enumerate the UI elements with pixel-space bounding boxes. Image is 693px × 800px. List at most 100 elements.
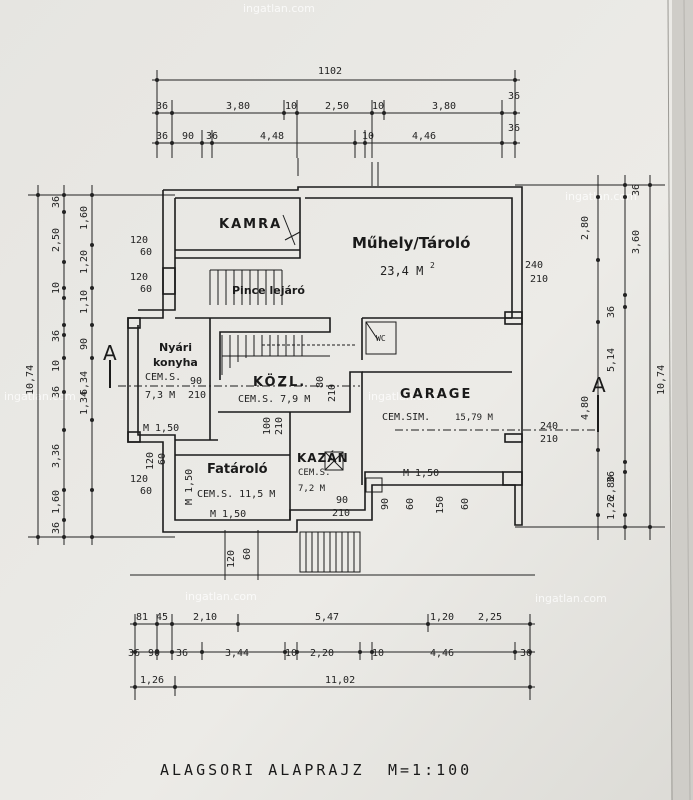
svg-text:240: 240 bbox=[525, 260, 543, 271]
room-kazan-area: 7,2 M bbox=[298, 484, 326, 494]
svg-text:60: 60 bbox=[140, 284, 152, 295]
plan-title-text: ALAGSORI ALAPRAJZ bbox=[160, 761, 365, 779]
svg-text:1,60: 1,60 bbox=[79, 206, 90, 230]
svg-text:210: 210 bbox=[327, 384, 338, 402]
svg-text:150: 150 bbox=[435, 496, 446, 514]
watermark-text: ingatlan.com bbox=[368, 390, 440, 403]
dimension-ticks-bottom bbox=[133, 622, 532, 689]
svg-text:45: 45 bbox=[156, 612, 168, 623]
svg-text:4,80: 4,80 bbox=[580, 396, 591, 420]
room-muhely-area: 23,4 M bbox=[380, 264, 423, 278]
svg-text:10: 10 bbox=[51, 282, 62, 294]
svg-text:36: 36 bbox=[51, 196, 62, 208]
stairs-kozl bbox=[221, 335, 355, 375]
svg-text:10: 10 bbox=[372, 648, 384, 659]
svg-text:3,36: 3,36 bbox=[51, 444, 62, 468]
room-muhely: Műhely/Tároló bbox=[352, 234, 470, 252]
svg-text:60: 60 bbox=[140, 247, 152, 258]
svg-text:5,47: 5,47 bbox=[315, 612, 339, 623]
fixtures bbox=[282, 214, 397, 493]
building-walls bbox=[127, 186, 523, 533]
svg-text:60: 60 bbox=[157, 453, 168, 465]
svg-text:90: 90 bbox=[380, 498, 391, 510]
svg-text:36: 36 bbox=[51, 386, 62, 398]
dim-total-top: 1102 bbox=[318, 66, 342, 77]
svg-text:36: 36 bbox=[51, 522, 62, 534]
room-nyari-1: Nyári bbox=[159, 341, 192, 354]
room-wc: WC bbox=[376, 334, 386, 343]
svg-text:120: 120 bbox=[226, 550, 237, 568]
svg-text:81: 81 bbox=[136, 612, 148, 623]
dimensions-bottom bbox=[130, 530, 535, 700]
room-kozl-floor: CEM.S. 7,9 M bbox=[238, 394, 310, 405]
room-fataro-floor: CEM.S. 11,5 M bbox=[197, 489, 275, 500]
svg-text:1,26: 1,26 bbox=[606, 496, 617, 520]
svg-text:4,46: 4,46 bbox=[412, 131, 436, 142]
svg-text:80: 80 bbox=[315, 376, 326, 388]
svg-text:M 1,50: M 1,50 bbox=[143, 423, 179, 434]
svg-text:100: 100 bbox=[262, 417, 273, 435]
svg-text:2,50: 2,50 bbox=[51, 228, 62, 252]
room-nyari-door2: 210 bbox=[188, 390, 206, 401]
room-garage-area: 15,79 M bbox=[455, 413, 494, 423]
dimension-labels-left: 10,74 36 2,50 10 36 10 36 3,36 1,60 36 1… bbox=[25, 196, 90, 534]
svg-text:2,50: 2,50 bbox=[325, 101, 349, 112]
svg-text:1,34: 1,34 bbox=[79, 391, 90, 415]
svg-text:210: 210 bbox=[530, 274, 548, 285]
watermark-text: ingatlan.com bbox=[535, 592, 607, 605]
svg-text:1,20: 1,20 bbox=[79, 250, 90, 274]
room-labels: KAMRA Műhely/Tároló 23,4 M 2 Pince lejár… bbox=[145, 217, 494, 500]
stairs-pince bbox=[209, 269, 283, 305]
room-kamra: KAMRA bbox=[219, 217, 282, 232]
svg-text:3,80: 3,80 bbox=[226, 101, 250, 112]
svg-text:210: 210 bbox=[274, 417, 285, 435]
watermark-text: ingatlan.com bbox=[185, 590, 257, 603]
svg-text:2,80: 2,80 bbox=[580, 216, 591, 240]
stairs-bottom-entry bbox=[299, 531, 361, 573]
room-garage-floor: CEM.SIM. bbox=[382, 412, 430, 423]
svg-text:90: 90 bbox=[182, 131, 194, 142]
svg-text:90: 90 bbox=[79, 338, 90, 350]
svg-text:10: 10 bbox=[51, 360, 62, 372]
dimension-labels-bottom: 81 45 2,10 5,47 1,20 2,25 36 90 36 3,44 … bbox=[128, 612, 532, 686]
binder-edge bbox=[672, 0, 693, 800]
watermark-text: ingatlan.com bbox=[4, 390, 76, 403]
svg-text:M 1,50: M 1,50 bbox=[184, 469, 195, 505]
svg-text:2,80: 2,80 bbox=[606, 476, 617, 500]
room-nyari-2: konyha bbox=[153, 356, 198, 369]
svg-text:36: 36 bbox=[631, 184, 642, 196]
svg-text:36: 36 bbox=[51, 330, 62, 342]
svg-text:36: 36 bbox=[520, 648, 532, 659]
section-marker-right: A bbox=[592, 373, 606, 397]
svg-text:120: 120 bbox=[145, 452, 156, 470]
dim-total-right: 10,74 bbox=[656, 365, 667, 395]
svg-text:120: 120 bbox=[130, 272, 148, 283]
svg-text:1,10: 1,10 bbox=[79, 290, 90, 314]
svg-text:36: 36 bbox=[128, 648, 140, 659]
dimension-ticks-top bbox=[155, 78, 517, 145]
svg-text:36: 36 bbox=[206, 131, 218, 142]
dimension-labels-top: 1102 36 3,80 10 2,50 10 3,80 36 36 90 36… bbox=[156, 66, 520, 142]
room-pince: Pince lejáró bbox=[232, 284, 305, 297]
svg-text:1,60: 1,60 bbox=[51, 490, 62, 514]
plan-title: ALAGSORI ALAPRAJZ M=1:100 bbox=[160, 761, 469, 779]
section-marker-left: A bbox=[103, 341, 117, 365]
dimension-labels-right: 10,74 36 3,60 36 5,14 2,80 36 1,26 2,80 … bbox=[580, 184, 667, 520]
dimension-ticks-right bbox=[596, 183, 652, 529]
room-kazan: KAZÁN bbox=[297, 450, 349, 465]
room-fataro: Fatároló bbox=[207, 462, 268, 477]
room-kozl: KÖZL. bbox=[253, 374, 306, 390]
svg-text:2,25: 2,25 bbox=[478, 612, 502, 623]
svg-text:3,44: 3,44 bbox=[225, 648, 249, 659]
svg-text:10: 10 bbox=[362, 131, 374, 142]
svg-text:4,48: 4,48 bbox=[260, 131, 284, 142]
svg-text:10: 10 bbox=[372, 101, 384, 112]
svg-text:M 1,50: M 1,50 bbox=[403, 468, 439, 479]
svg-text:90: 90 bbox=[336, 495, 348, 506]
svg-text:36: 36 bbox=[176, 648, 188, 659]
svg-text:5,14: 5,14 bbox=[606, 348, 617, 372]
watermark-text: ingatlan.com bbox=[565, 190, 637, 203]
svg-text:60: 60 bbox=[140, 486, 152, 497]
svg-text:36: 36 bbox=[508, 91, 520, 102]
